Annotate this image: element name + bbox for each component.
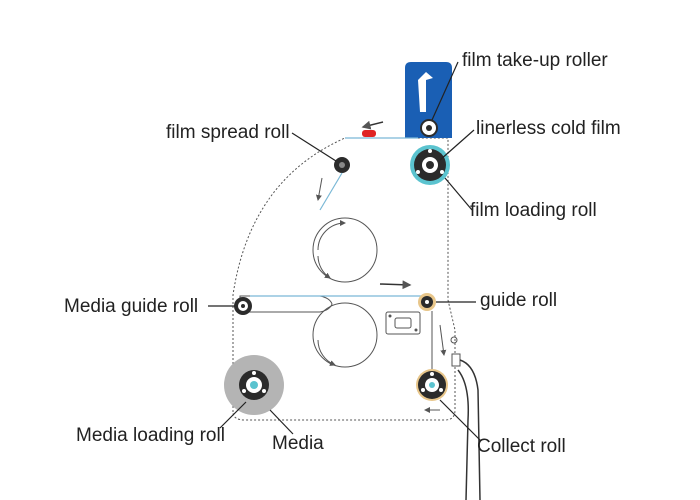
label-media-loading-roll: Media loading roll [76, 425, 225, 446]
label-guide-roll: guide roll [480, 290, 558, 311]
media-loading-roll-icon [224, 355, 284, 415]
control-panel [385, 311, 421, 335]
upper-pressure-roller [312, 217, 378, 283]
red-tab [362, 130, 376, 137]
power-cable [450, 336, 481, 500]
label-media-guide-roll: Media guide roll [64, 296, 199, 317]
direction-arrow [439, 324, 447, 356]
label-linerless-cold-film: linerless cold film [476, 118, 621, 139]
label-media: Media [272, 433, 324, 454]
film-spread-roll-icon [334, 157, 350, 173]
label-film-spread-roll: film spread roll [166, 122, 290, 143]
film-take-up-roller-icon [420, 119, 438, 137]
media-guide-roll-icon [234, 297, 252, 315]
media-guide-slot [239, 295, 333, 313]
direction-arrow [379, 280, 412, 290]
label-film-take-up-roller: film take-up roller [462, 50, 608, 71]
direction-arrow [315, 177, 323, 201]
film-path-spread [319, 172, 343, 211]
label-film-loading-roll: film loading roll [470, 200, 597, 221]
lower-pressure-roller [312, 302, 378, 368]
collect-roll-icon [416, 369, 448, 401]
film-take-up-panel [405, 62, 452, 138]
guide-roll-icon [418, 293, 436, 311]
leader-lines [208, 61, 481, 441]
label-collect-roll: Collect roll [477, 436, 566, 457]
linerless-cold-film-roll-icon [410, 145, 450, 185]
direction-arrow [361, 120, 384, 130]
